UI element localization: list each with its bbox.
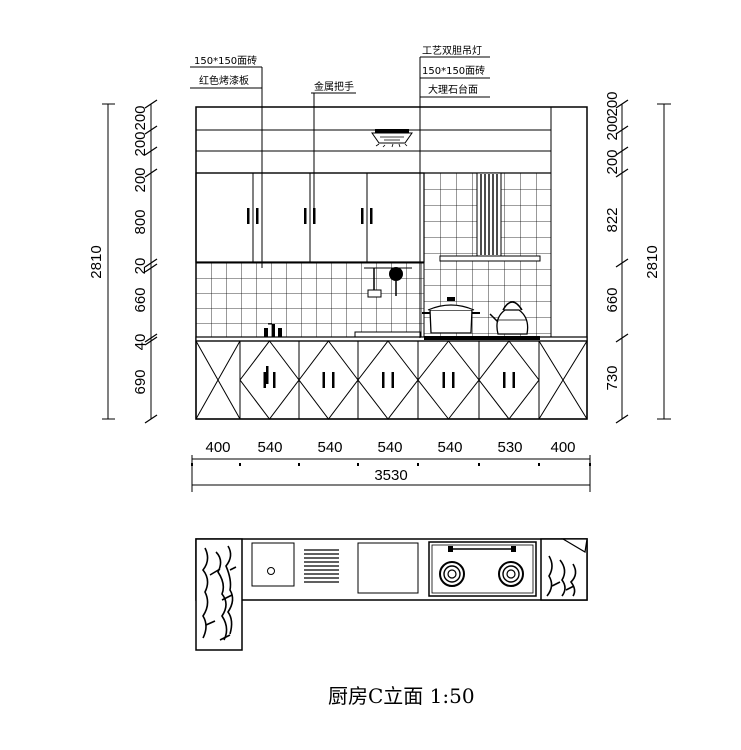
left-dimension-label: 690 bbox=[132, 369, 149, 394]
plan-drainboard bbox=[304, 549, 339, 583]
plan-view bbox=[195, 538, 588, 651]
marble-texture-right bbox=[546, 555, 577, 597]
base-cabinet-handle bbox=[442, 372, 445, 388]
base-cabinet-handle bbox=[322, 372, 325, 388]
bottom-dimension-total: 3530 bbox=[374, 467, 407, 484]
plan-corner-cut bbox=[560, 538, 588, 553]
bottom-dimension-label: 540 bbox=[317, 439, 342, 456]
annotation-tile-left: 150*150面砖 bbox=[194, 54, 257, 67]
base-cabinet-handle bbox=[263, 372, 266, 388]
wall-cabinet-handle bbox=[313, 208, 316, 224]
left-dimension-label: 200 bbox=[132, 105, 149, 130]
left-dimension-label: 800 bbox=[132, 209, 149, 234]
right-dimension-total: 2810 bbox=[644, 245, 661, 278]
left-dimension-label: 200 bbox=[132, 167, 149, 192]
wall-cabinets bbox=[195, 172, 425, 263]
annotation-pendant-lamp: 工艺双胆吊灯 bbox=[422, 45, 482, 57]
wall-cabinet-handle bbox=[361, 208, 364, 224]
annotation-tile-right: 150*150面砖 bbox=[422, 64, 485, 77]
cooktop-grate bbox=[424, 336, 540, 340]
faucet-icon bbox=[264, 323, 282, 337]
kettle-icon bbox=[489, 301, 529, 335]
bottom-dimension-segments: 400 540 540 540 540 530 400 bbox=[191, 439, 591, 466]
base-cabinet-door bbox=[357, 340, 419, 420]
plan-sink-bowl bbox=[251, 542, 295, 587]
base-cabinet-handle bbox=[503, 372, 506, 388]
wall-cabinet-handle bbox=[370, 208, 373, 224]
bottom-dimension-label: 530 bbox=[497, 439, 522, 456]
plan-sink-drain bbox=[267, 567, 275, 575]
base-cabinet-door bbox=[478, 340, 540, 420]
right-dimension-chain bbox=[621, 103, 671, 420]
base-cabinet-handle bbox=[452, 372, 455, 388]
base-cabinet-handle bbox=[266, 366, 269, 384]
bottom-dimension-label: 540 bbox=[377, 439, 402, 456]
annotation-red-panel: 红色烤漆板 bbox=[199, 74, 249, 87]
base-cabinet-handle bbox=[332, 372, 335, 388]
annotation-leaders bbox=[190, 56, 490, 338]
range-hood-icon bbox=[439, 172, 541, 262]
plan-gas-stove-icon bbox=[428, 541, 537, 597]
base-cabinet-frame bbox=[195, 340, 588, 420]
right-dimension-label: 730 bbox=[604, 365, 621, 390]
bottom-dimension-chain bbox=[191, 455, 591, 492]
hanging-utensils-icon bbox=[364, 267, 412, 298]
cooktop-icon bbox=[354, 331, 422, 338]
wall-cabinet-handle bbox=[256, 208, 259, 224]
base-cabinet-door bbox=[538, 340, 588, 420]
right-dimension-label: 822 bbox=[604, 207, 621, 232]
base-cabinet-handle bbox=[512, 372, 515, 388]
base-cabinets bbox=[195, 340, 588, 420]
bottom-dimension-label: 400 bbox=[205, 439, 230, 456]
left-dimension-label: 200 bbox=[132, 131, 149, 156]
right-dimension-label: 200 bbox=[604, 91, 621, 116]
base-cabinet-handle bbox=[382, 372, 385, 388]
wall-cabinet-handle bbox=[247, 208, 250, 224]
bottom-dimension-label: 540 bbox=[257, 439, 282, 456]
base-cabinet-door bbox=[195, 340, 241, 420]
right-dimension-label: 200 bbox=[604, 149, 621, 174]
pendant-lamp-icon bbox=[371, 129, 413, 148]
elevation-view bbox=[195, 106, 588, 420]
base-cabinet-handle bbox=[391, 372, 394, 388]
base-cabinet-handle bbox=[273, 372, 276, 388]
pot-icon bbox=[422, 297, 480, 334]
wall-cabinet-handle bbox=[304, 208, 307, 224]
right-dimension-label: 200 bbox=[604, 115, 621, 140]
base-cabinet-door bbox=[417, 340, 480, 420]
left-dimension-total: 2810 bbox=[88, 245, 105, 278]
right-dimension-label: 660 bbox=[604, 287, 621, 312]
left-dimension-label: 660 bbox=[132, 287, 149, 312]
bottom-dimension-label: 540 bbox=[437, 439, 462, 456]
left-dimension-label: 20 bbox=[132, 258, 149, 275]
base-cabinet-door bbox=[239, 340, 300, 420]
annotation-metal-handle: 金属把手 bbox=[314, 80, 354, 93]
plan-cutting-area bbox=[357, 542, 419, 594]
left-dimension-chain bbox=[102, 103, 152, 420]
bottom-dimension-label: 400 bbox=[550, 439, 575, 456]
annotation-marble-top: 大理石台面 bbox=[428, 83, 478, 96]
base-cabinet-door bbox=[298, 340, 359, 420]
left-dimension-label: 40 bbox=[132, 334, 149, 351]
marble-texture-left bbox=[201, 545, 237, 641]
drawing-title: 厨房C立面 1:50 bbox=[328, 684, 475, 708]
